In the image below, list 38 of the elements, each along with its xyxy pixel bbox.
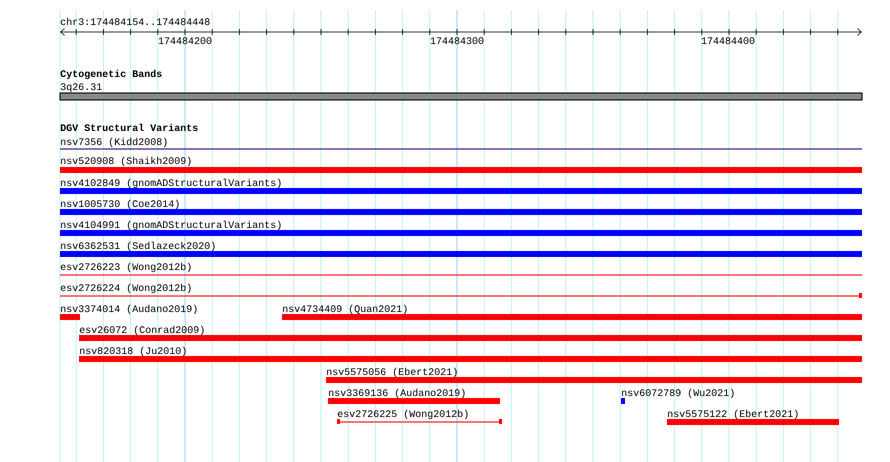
node-label: esv26072 (Conrad2009) — [80, 326, 204, 336]
coordinate-label: chr3:174484154..174484448 — [60, 18, 210, 26]
node-label: nsv3369136 (Audano2019) — [329, 388, 465, 398]
node-label: nsv6362531 (Sedlazeck2020) — [61, 242, 215, 252]
track-heading: DGV Structural Variants — [60, 124, 198, 132]
variant-bar: nsv520908 (Shaikh2009) — [60, 156, 862, 173]
variant-bar: nsv1005730 (Coe2014) — [60, 200, 862, 215]
tick-label: 174484200 — [158, 37, 212, 44]
variant-bar: nsv4104991 (gnomADStructuralVariants) — [60, 220, 862, 236]
node-label: nsv4102849 (gnomADStructuralVariants) — [61, 178, 281, 188]
node-label: nsv520908 (Shaikh2009) — [61, 156, 191, 166]
node-label: nsv3374014 (Audano2019) — [61, 304, 197, 314]
variant-bar: nsv4734409 (Quan2021) — [282, 304, 862, 320]
node-label: nsv4104991 (gnomADStructuralVariants) — [61, 220, 281, 230]
node-label: 3q26.31 — [60, 83, 102, 92]
variant-bar: nsv820318 (Ju2010) — [79, 346, 862, 362]
cytoband-bar: 3q26.31 — [60, 83, 862, 100]
variant-line: esv2726223 (Wong2012b) — [60, 262, 862, 276]
node-label: nsv820318 (Ju2010) — [80, 346, 186, 356]
variant-bar: nsv6072789 (Wu2021) — [621, 388, 734, 404]
node-label: nsv6072789 (Wu2021) — [622, 388, 734, 398]
variant-bar: esv26072 (Conrad2009) — [79, 326, 862, 341]
variant-bar: nsv3374014 (Audano2019) — [60, 304, 197, 320]
variant-bar: nsv4102849 (gnomADStructuralVariants) — [60, 178, 862, 194]
variant-bar: nsv6362531 (Sedlazeck2020) — [60, 242, 862, 257]
node-label: nsv1005730 (Coe2014) — [61, 200, 179, 210]
tick-label: 174484300 — [430, 37, 484, 44]
variant-bar: nsv3369136 (Audano2019) — [328, 388, 500, 404]
variant-bar: nsv5575056 (Ebert2021) — [326, 368, 862, 383]
track-heading: Cytogenetic Bands — [60, 70, 162, 80]
node-label: nsv5575122 (Ebert2021) — [668, 410, 798, 420]
variant-line: esv2726225 (Wong2012b) — [336, 410, 502, 424]
node-label: nsv5575056 (Ebert2021) — [327, 368, 457, 378]
variant-bar: nsv5575122 (Ebert2021) — [667, 410, 839, 425]
variant-line: nsv7356 (Kidd2008) — [60, 138, 862, 150]
tick-label: 174484400 — [702, 37, 754, 44]
node-label: nsv4734409 (Quan2021) — [283, 304, 407, 314]
variant-line: esv2726224 (Wong2012b) — [60, 284, 862, 298]
